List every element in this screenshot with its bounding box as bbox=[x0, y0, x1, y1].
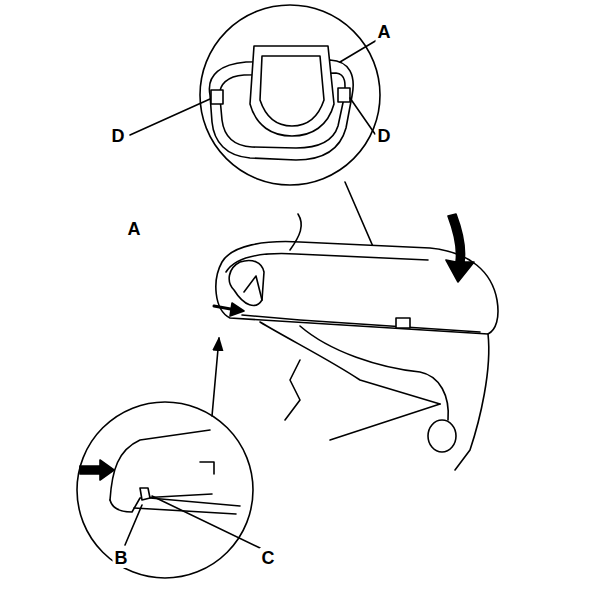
background-trim bbox=[290, 214, 301, 250]
detail-circle bbox=[77, 402, 253, 578]
leader-line bbox=[152, 496, 260, 548]
lid-opening-detail bbox=[244, 276, 262, 300]
push-arrow-head bbox=[230, 303, 244, 316]
lid-opening bbox=[229, 260, 264, 305]
callout-letter: A bbox=[126, 219, 143, 239]
armrest-rear bbox=[455, 334, 489, 470]
body-detail bbox=[200, 462, 214, 474]
armrest-side bbox=[300, 326, 448, 420]
armrest-lid bbox=[216, 242, 498, 334]
background-trim bbox=[285, 360, 300, 420]
lid-profile bbox=[110, 430, 210, 500]
clip-location bbox=[396, 318, 410, 328]
knob bbox=[428, 420, 456, 452]
clip-profile bbox=[140, 488, 150, 500]
leader-line bbox=[350, 98, 375, 134]
callout-letter: B bbox=[113, 548, 130, 568]
clip bbox=[211, 90, 223, 104]
callout-letter: A bbox=[376, 22, 393, 42]
armrest-side bbox=[260, 322, 440, 404]
lid-tongue bbox=[250, 46, 334, 136]
detail-pointer bbox=[212, 338, 219, 416]
press-arrow bbox=[446, 214, 474, 282]
clip bbox=[338, 88, 350, 102]
armrest-base bbox=[330, 404, 440, 440]
leader-line bbox=[125, 505, 142, 545]
callout-letter: D bbox=[376, 126, 393, 146]
body-profile bbox=[134, 508, 236, 514]
armrest-seam bbox=[242, 315, 480, 332]
push-arrow bbox=[80, 460, 114, 480]
lid-tongue-inner bbox=[260, 56, 324, 126]
callout-letter: D bbox=[110, 126, 127, 146]
leader-line bbox=[340, 40, 377, 62]
detail-circle bbox=[200, 5, 380, 185]
callout-letter: C bbox=[260, 548, 277, 568]
leader-line bbox=[130, 99, 210, 135]
